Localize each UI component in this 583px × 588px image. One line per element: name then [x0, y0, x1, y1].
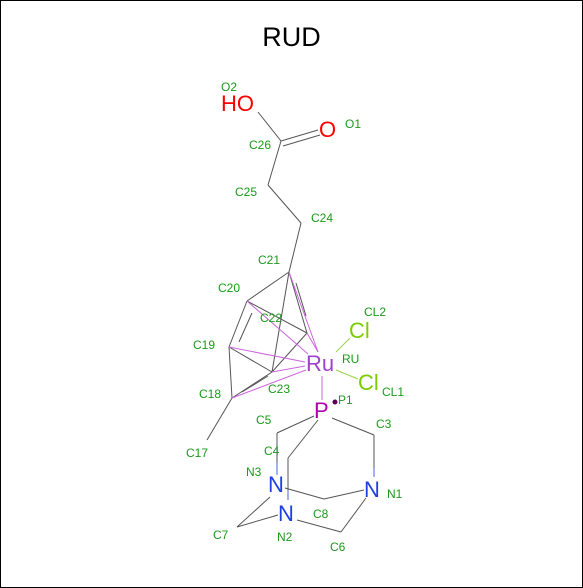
bond-c7-n2: [236, 514, 279, 528]
atom-label-c20: C20: [218, 281, 240, 295]
atom-label-c7: C7: [213, 528, 229, 542]
bond-ru-c20: [246, 300, 309, 355]
bond-c26-c25: [267, 140, 282, 186]
bond-c19-c23: [228, 346, 273, 373]
metal-bonds: [228, 271, 323, 400]
bond-p-c4: [287, 419, 319, 459]
bond-ru-cl1: [335, 369, 359, 380]
atom-label-c8: C8: [313, 507, 329, 521]
bond-ru-cl2: [335, 337, 351, 353]
bond-c20-c19-b: [238, 312, 253, 343]
atom-label-c23: C23: [268, 382, 290, 396]
element-n1: N: [364, 477, 380, 502]
element-p: P: [314, 398, 329, 423]
bond-c23-c22: [271, 332, 308, 373]
bond-n3-c8: [284, 487, 325, 500]
bond-c20-c19: [228, 300, 248, 348]
bond-c24-c21: [288, 222, 302, 273]
atom-label-c17: C17: [186, 446, 208, 460]
bond-p-c3: [331, 417, 375, 436]
bond-n1-c6: [340, 497, 367, 533]
bond-c21-c23: [271, 271, 290, 373]
bond-ru-c23: [271, 365, 306, 373]
atom-label-c6: C6: [330, 540, 346, 554]
atom-label-c5: C5: [256, 413, 272, 427]
element-n2: N: [278, 501, 294, 526]
atom-label-cl1: CL1: [382, 385, 404, 399]
ru-cl-bonds: [335, 337, 359, 380]
atom-label-c24: C24: [311, 211, 333, 225]
atom-label-c26: C26: [249, 138, 271, 152]
atom-label-c19: C19: [193, 338, 215, 352]
bond-p-c5: [276, 415, 315, 434]
bond-n3-c7: [236, 496, 271, 528]
element-cl-upper: Cl: [349, 318, 370, 343]
molecule-title: RUD: [262, 22, 321, 52]
bond-c21-c22: [288, 271, 308, 334]
carbon-bonds: [206, 111, 321, 441]
bond-c18-c17: [206, 397, 233, 441]
bond-c19-c18: [228, 346, 233, 399]
bond-ru-c19: [228, 346, 306, 363]
bond-c26-o1-b: [282, 134, 321, 147]
bond-c25-c24: [267, 184, 302, 224]
element-o: O: [319, 117, 336, 142]
atom-label-ru: RU: [342, 352, 359, 366]
bond-c18-c23: [231, 371, 273, 399]
cage-n-bonds: [276, 462, 375, 500]
atom-label-o1: O1: [345, 117, 361, 131]
atom-label-cl2: CL2: [364, 305, 386, 319]
element-ho: HO: [221, 91, 254, 116]
atom-label-c18: C18: [199, 387, 221, 401]
atom-label-n1: N1: [387, 487, 403, 501]
atom-label-c25: C25: [235, 185, 257, 199]
atom-label-n2: N2: [277, 530, 293, 544]
bond-c21-c20: [246, 271, 290, 302]
atom-label-c4: C4: [264, 444, 280, 458]
atom-label-o2: O2: [221, 80, 237, 94]
bond-ru-c18: [231, 369, 307, 399]
bond-c6-n2: [296, 519, 342, 533]
element-n3: N: [268, 472, 284, 497]
bond-c8-n1: [323, 489, 365, 500]
bond-o2-c26: [257, 111, 282, 142]
p-lone-pair-dot: [332, 399, 338, 405]
atom-label-c22: C22: [260, 311, 282, 325]
bond-c18-c23-b: [241, 375, 269, 393]
bond-ru-c21: [288, 271, 319, 353]
atom-label-n3: N3: [246, 465, 262, 479]
bond-c21-c22-b: [295, 282, 307, 317]
element-ru: Ru: [306, 351, 334, 376]
atom-labels: O2 O1 C26 C25 C24 C21 C20 C22 C19 C23 C1…: [186, 80, 404, 554]
bond-ru-c22: [306, 332, 319, 353]
atom-label-c3: C3: [376, 417, 392, 431]
atom-label-c21: C21: [258, 253, 280, 267]
element-cl-lower: Cl: [358, 370, 379, 395]
bond-c26-o1-a: [280, 129, 319, 142]
bond-c20-c22: [246, 300, 308, 334]
atom-label-p1: P1: [338, 393, 353, 407]
